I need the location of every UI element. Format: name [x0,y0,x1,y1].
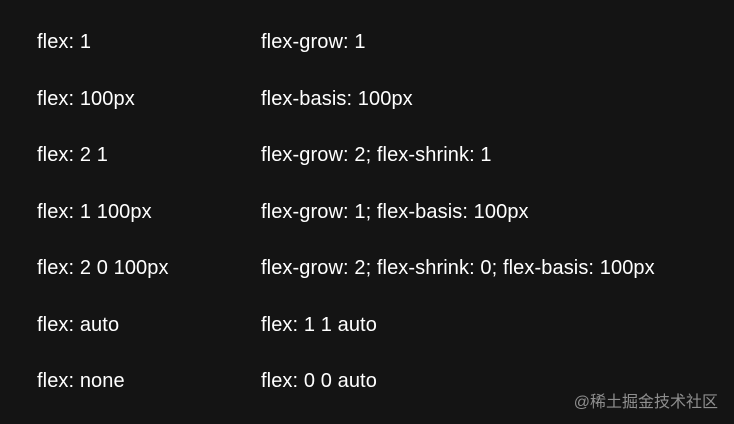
shorthand-cell: flex: auto [37,313,120,336]
shorthand-cell: flex: none [37,370,125,392]
expanded-cell: flex-grow: 2; flex-shrink: 1 [261,144,492,166]
table-row: flex: auto flex: 1 1 auto [37,311,727,368]
table-row: flex: none flex: 0 0 auto [37,367,727,424]
shorthand-cell: flex: 1 [37,31,92,53]
expanded-cell: flex: 1 1 auto [261,313,377,336]
table-row: flex: 2 1 flex-grow: 2; flex-shrink: 1 [37,141,727,198]
shorthand-cell: flex: 2 0 100px [37,257,169,279]
table-row: flex: 1 flex-grow: 1 [37,28,727,85]
watermark: @稀土掘金技术社区 [573,394,718,411]
flex-shorthand-table: flex: 1 flex-grow: 1 flex: 100px flex-ba… [37,28,727,424]
expanded-cell: flex-basis: 100px [261,87,413,110]
table-row: flex: 2 0 100px flex-grow: 2; flex-shrin… [37,254,727,311]
table-row: flex: 100px flex-basis: 100px [37,85,727,142]
shorthand-cell: flex: 2 1 [37,144,108,166]
expanded-cell: flex-grow: 2; flex-shrink: 0; flex-basis… [261,257,655,279]
shorthand-cell: flex: 100px [37,87,135,110]
expanded-cell: flex-grow: 1; flex-basis: 100px [261,200,529,223]
expanded-cell: flex-grow: 1 [261,31,366,53]
shorthand-cell: flex: 1 100px [37,200,152,223]
expanded-cell: flex: 0 0 auto [261,370,377,392]
table-row: flex: 1 100px flex-grow: 1; flex-basis: … [37,198,727,255]
